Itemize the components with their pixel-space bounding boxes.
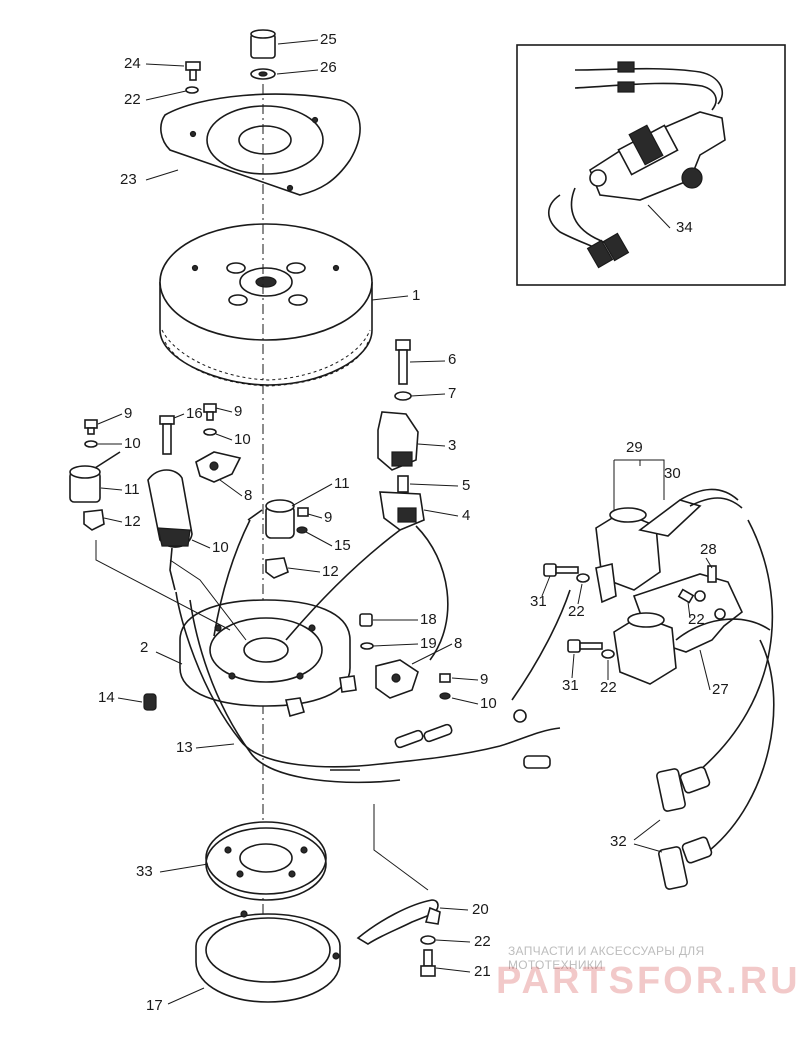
coil-15: 16 10 [147, 405, 229, 591]
callout-5: 5 [462, 477, 470, 494]
callout-11: 11 [124, 481, 140, 498]
callout-7: 7 [448, 385, 456, 402]
left-screw-cluster: 9 10 [84, 405, 141, 452]
callout-2: 2 [140, 639, 148, 656]
callout-23: 23 [120, 171, 137, 188]
callout-4: 4 [462, 507, 470, 524]
callout-33: 33 [136, 863, 153, 880]
callout-9: 9 [480, 671, 488, 688]
callout-9: 9 [124, 405, 132, 422]
callout-26: 26 [320, 59, 337, 76]
watermark-brand: PARTSFOR.RU [496, 960, 800, 1002]
callout-10: 10 [234, 431, 251, 448]
clamp-12-mid: 12 [265, 557, 339, 580]
callout-22: 22 [688, 611, 705, 628]
callout-17: 17 [146, 997, 163, 1014]
contact-breaker-8-right: 8 9 10 [375, 635, 497, 712]
plate-33: 33 [136, 821, 327, 901]
flywheel-1: 1 [159, 223, 420, 387]
inset-panel: 34 [516, 44, 786, 286]
pulser-coil-5-4: 5 4 [379, 475, 470, 531]
contact-breaker-8-top: 8 [195, 451, 252, 504]
callout-18: 18 [420, 611, 437, 628]
flywheel-nut-group: 25 26 [250, 29, 337, 80]
watermark-subtitle: ЗАПЧАСТИ И АКСЕССУАРЫ ДЛЯ МОТОТЕХНИКИ [508, 944, 705, 972]
grommet-14: 14 [98, 689, 157, 711]
callout-14: 14 [98, 689, 115, 706]
callout-27: 27 [712, 681, 729, 698]
ring-17: 17 [146, 910, 341, 1014]
bolt-6-group: 6 7 [394, 339, 456, 402]
callout-10: 10 [124, 435, 141, 452]
leader-line [169, 559, 247, 641]
screw-31-upper: 31 22 [530, 563, 590, 620]
stator-base-plate-2: 2 [140, 599, 357, 717]
bracket-20: 20 [356, 804, 489, 945]
clamp-12-left: 12 [83, 509, 141, 531]
callout-11: 11 [334, 475, 350, 492]
callout-22: 22 [568, 603, 585, 620]
callout-30: 30 [664, 465, 681, 482]
callout-34: 34 [676, 219, 693, 236]
callout-10: 10 [480, 695, 497, 712]
callout-28: 28 [700, 541, 717, 558]
coil-11-left: 11 [69, 451, 140, 503]
callout-9: 9 [324, 509, 332, 526]
callout-20: 20 [472, 901, 489, 918]
leader-line [647, 204, 671, 229]
screw-9-10-mid: 9 10 [203, 403, 251, 448]
bolt-24-group: 24 22 [124, 55, 201, 108]
callout-6: 6 [448, 351, 456, 368]
ignition-coil-upper: 29 30 [595, 439, 743, 604]
callout-31: 31 [530, 593, 547, 610]
callout-29: 29 [626, 439, 643, 456]
callout-22: 22 [600, 679, 617, 696]
callout-9: 9 [234, 403, 242, 420]
callout-22: 22 [124, 91, 141, 108]
plug-caps-32: 32 [610, 519, 775, 890]
ignition-coil-lower [613, 612, 771, 685]
callout-32: 32 [610, 833, 627, 850]
callout-15: 10 [212, 539, 229, 556]
screw-31-lower: 31 22 [562, 639, 617, 696]
leader-line [95, 540, 231, 631]
coil-11-mid: 11 9 15 [247, 475, 351, 554]
bolt-21-washer-22: 22 21 [420, 933, 491, 980]
plate-23: 23 [120, 93, 361, 196]
callout-25: 25 [320, 31, 337, 48]
callout-8: 8 [244, 487, 252, 504]
callout-12: 12 [322, 563, 339, 580]
screw-18-19: 18 19 [359, 611, 437, 652]
callout-24: 24 [124, 55, 141, 72]
callout-19: 19 [420, 635, 437, 652]
callout-31: 31 [562, 677, 579, 694]
wire-harness-main [175, 519, 571, 784]
callout-3: 3 [448, 437, 456, 454]
cable-13: 13 [176, 739, 235, 756]
callout-8: 8 [454, 635, 462, 652]
callout-12: 12 [124, 513, 141, 530]
callout-13: 13 [176, 739, 193, 756]
charge-coil-3: 3 [377, 411, 456, 471]
callout-21: 21 [474, 963, 491, 980]
callout-22: 22 [474, 933, 491, 950]
callout-1: 1 [412, 287, 420, 304]
callout-10: 15 [334, 537, 351, 554]
callout-16: 16 [186, 405, 203, 422]
